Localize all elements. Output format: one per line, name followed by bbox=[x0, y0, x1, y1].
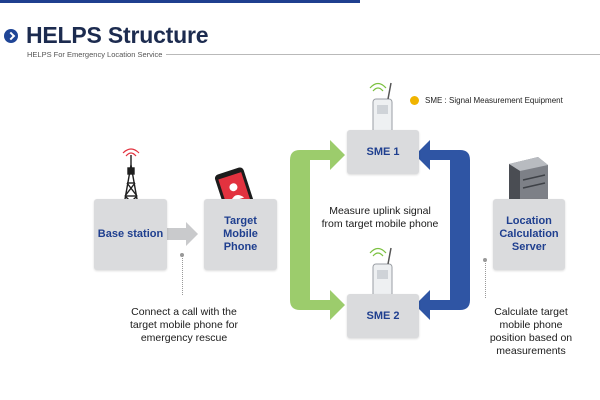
top-accent-bar bbox=[0, 0, 360, 3]
page-subtitle: HELPS For Emergency Location Service bbox=[27, 50, 163, 59]
sme1-label: SME 1 bbox=[366, 145, 400, 158]
right-connector-dot bbox=[483, 258, 487, 262]
location-server-box: Location Calculation Server bbox=[493, 199, 565, 270]
legend: SME : Signal Measurement Equipment bbox=[410, 96, 563, 105]
legend-bullet-icon bbox=[410, 96, 419, 105]
subtitle-divider bbox=[166, 54, 600, 55]
base-station-box: Base station bbox=[94, 199, 167, 270]
server-icon bbox=[509, 157, 548, 207]
target-phone-label: Target Mobile Phone bbox=[223, 215, 258, 253]
green-bracket-arrow bbox=[290, 140, 345, 320]
legend-text: SME : Signal Measurement Equipment bbox=[425, 96, 563, 105]
subtitle-row: HELPS For Emergency Location Service bbox=[27, 50, 600, 59]
blue-bracket-arrow bbox=[415, 140, 470, 320]
gray-arrow-icon bbox=[167, 222, 198, 246]
right-connector-line bbox=[485, 260, 486, 298]
location-server-label: Location Calculation Server bbox=[499, 215, 559, 253]
left-connector-line bbox=[182, 255, 183, 295]
sme-device-icon bbox=[369, 247, 393, 303]
left-caption: Connect a call with the target mobile ph… bbox=[130, 306, 238, 344]
right-caption: Calculate target mobile phone position b… bbox=[489, 306, 573, 357]
target-phone-box: Target Mobile Phone bbox=[204, 199, 277, 270]
sme2-box: SME 2 bbox=[347, 294, 419, 338]
left-connector-dot bbox=[180, 253, 184, 257]
chevron-bullet-icon bbox=[4, 28, 18, 43]
sme1-box: SME 1 bbox=[347, 130, 419, 174]
title-row: HELPS Structure bbox=[4, 22, 209, 49]
base-station-label: Base station bbox=[97, 228, 164, 240]
sme2-label: SME 2 bbox=[366, 309, 400, 322]
tower-signal-icon bbox=[122, 148, 140, 157]
sme-device-icon bbox=[369, 82, 393, 138]
center-caption: Measure uplink signal from target mobile… bbox=[321, 205, 439, 230]
page-title: HELPS Structure bbox=[26, 22, 209, 48]
